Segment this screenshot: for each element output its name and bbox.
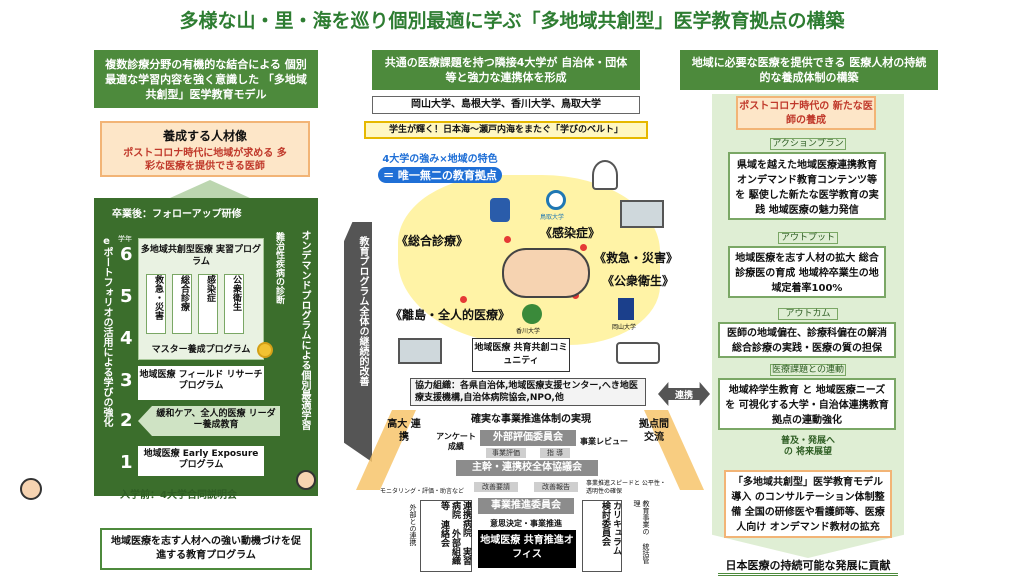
partners-box: 協力組織：各県自治体,地域医療支援センター,へき地医療支援機構,自治体病院協会,… [410, 378, 646, 406]
rotation-public-health: 公衆衛生 [224, 274, 244, 334]
spread-box: 「多地域共創型」医学教育モデル導入 のコンサルテーション体制整備 全国の研修医や… [724, 470, 892, 538]
community-box: 地域医療 共育共創コミュニティ [472, 338, 570, 372]
speed-label: 事業推進スピードと 公平性・透明性の確保 [586, 480, 666, 495]
shimane-logo-icon [490, 198, 510, 222]
enquete-label: アンケート 成績 [436, 432, 476, 451]
left-header: 複数診療分野の有機的な結合による 個別最適な学習内容を強く意識した 「多地域共創… [94, 50, 318, 108]
field-emergency: 《救急・災害》 [594, 251, 679, 265]
location-dot-icon [580, 244, 587, 251]
project-eval-tag: 事業評価 [486, 448, 526, 458]
grade-6: 6 [120, 244, 133, 265]
office-label: 地域医療 共育推進オフィス [480, 535, 574, 560]
rotation-emergency: 救急・災害 [146, 274, 166, 334]
strength-line-2: ＝ 唯一無二の教育拠点 [378, 167, 502, 183]
strength-line-1: 4大学の強み×地域の特色 [382, 154, 498, 165]
up-arrow-icon [170, 180, 250, 198]
grade-5: 5 [120, 286, 133, 307]
continuity-arrow [344, 222, 372, 462]
project-review-label: 事業レビュー [580, 437, 628, 446]
guidance-tag: 指 導 [540, 448, 570, 458]
pre-entry-label: 入学前：4大学合同説明会 [120, 490, 237, 501]
outcome-label: アウトカム [778, 308, 838, 320]
continuity-label: 教育プログラム全体の継続的改善 [357, 236, 368, 386]
grade-4: 4 [120, 328, 133, 349]
after-graduation-label: 卒業後：フォローアップ研修 [112, 209, 242, 220]
rotation-general: 総合診療 [172, 274, 192, 334]
grade-3: 3 [120, 370, 133, 391]
okayama-name: 岡山大学 [612, 324, 637, 331]
monitoring-label: モニタリング・評価・助言など [380, 488, 465, 495]
action-box: 県域を越えた地域医療連携教育 オンデマンド教育コンテンツ等を 駆使した新たな医学… [728, 152, 886, 220]
tottori-logo-icon [546, 190, 566, 210]
tottori-name: 鳥取大学 [540, 214, 565, 221]
output-box: 地域医療を志す人材の拡大 総合診療医の育成 地域枠卒業生の地域定着率100% [728, 246, 886, 298]
office-box: 地域医療 共育推進オフィス [478, 530, 576, 568]
curriculum-committee: カリキュラム 検討委員会 [582, 500, 622, 572]
intractable-diagnosis: 難治性疾病の診断 [274, 232, 284, 304]
field-general: 《総合診療》 [396, 234, 469, 248]
program-1: 地域医療 Early Exposure プログラム [138, 446, 264, 476]
improve-report-tag: 改善報告 [534, 482, 578, 492]
universities-box: 岡山大学、島根大学、香川大学、鳥取大学 [372, 96, 640, 114]
ondemand-label: オンデマンドプログラムによる個別最適学習 [299, 230, 310, 430]
students-group-icon [502, 248, 590, 298]
action-label: アクションプラン [770, 138, 846, 150]
doctor-icon [592, 160, 618, 190]
program-3: 地域医療 フィールド リサーチ プログラム [138, 366, 264, 400]
program-6-title: 多地域共創型医療 実習プログラム [140, 245, 262, 267]
exec-committee: 事業推進委員会 [478, 498, 574, 514]
grade-1: 1 [120, 452, 133, 473]
improve-request-tag: 改善要請 [474, 482, 518, 492]
grade-2: 2 [120, 410, 133, 431]
laptop-user-icon [398, 338, 442, 364]
master-program: マスター養成プログラム [151, 345, 251, 355]
computer-user-icon [620, 200, 664, 228]
right-header: 地域に必要な医療を提供できる 医療人材の持続的な養成体制の構築 [680, 50, 938, 90]
okayama-logo-icon [618, 298, 634, 320]
spread-label: 普及・発展への 将来展望 [780, 436, 835, 457]
output-label: アウトプット [778, 232, 838, 244]
main-title: 多様な山・里・海を巡り個別最適に学ぶ「多地域共創型」医学教育拠点の構築 [179, 10, 845, 32]
eportfolio-label: eポートフォリオの活用による学びの強化 [101, 236, 112, 427]
issues-box: 地域枠学生教育 と 地域医療ニーズを 可視化する大学・自治体連携教育 拠点の連動… [718, 378, 896, 430]
program-2: 緩和ケア、全人的医療 リーダー養成教育 [152, 406, 280, 436]
education-mgmt-label: 教育事業の 統括管理 [633, 500, 650, 564]
strength-box: 4大学の強み×地域の特色 ＝ 唯一無二の教育拠点 [364, 150, 516, 190]
right-bottom: 日本医療の持続可能な発展に貢献 [718, 557, 898, 576]
ambulance-icon [616, 342, 660, 364]
rotation-infection: 感染症 [198, 274, 218, 334]
external-eval-committee: 外部評価委員会 [480, 430, 576, 446]
secure-system-label: 確実な事業推進体制の実現 [471, 414, 591, 425]
kagawa-name: 香川大学 [516, 328, 541, 335]
left-arrow-icon [138, 406, 152, 436]
learning-belt: 学生が輝く！日本海～瀬戸内海をまたぐ「学びのベルト」 [364, 121, 648, 139]
issues-label: 医療課題との連動 [770, 364, 846, 376]
steering-council: 主幹・連携校全体協議会 [456, 460, 598, 476]
left-bottom-box: 地域医療を志す人材への強い動機づけを促進する教育プログラム [100, 528, 312, 570]
medal-icon [257, 342, 273, 358]
field-infection: 《感染症》 [540, 226, 601, 240]
external-link-label: 外部との連携 [409, 504, 417, 546]
location-dot-icon [460, 296, 467, 303]
kagawa-logo-icon [522, 304, 542, 324]
field-public: 《公衆衛生》 [602, 274, 675, 288]
link-label: 連携 [674, 391, 693, 401]
decision-label: 意思決定・事業推進 [490, 519, 562, 528]
student-icon [20, 478, 42, 500]
target-profile-box: 養成する人材像 ポストコロナ時代に地域が求める 多彩な医療を提供できる医師 [100, 121, 310, 177]
student-icon [296, 470, 316, 490]
hub-exchange-label: 拠点間 交流 [639, 419, 669, 443]
location-dot-icon [504, 236, 511, 243]
target-desc: ポストコロナ時代に地域が求める 多彩な医療を提供できる医師 [123, 148, 287, 172]
field-remote: 《離島・全人的医療》 [390, 308, 511, 322]
center-header: 共通の医療課題を持つ隣接4大学が 自治体・団体等と強力な連携体を形成 [372, 50, 640, 90]
target-title: 養成する人材像 [162, 129, 247, 143]
right-top-box: ポストコロナ時代の 新たな医師の養成 [736, 96, 876, 130]
grade-label: 学年 [118, 235, 132, 243]
high-coop-label: 高大 連携 [387, 419, 421, 443]
hospital-committee: 連携病院 実習病院 外部組織等 連絡会 [420, 500, 472, 572]
outcome-box: 医師の地域偏在、診療科偏在の解消 総合診療の実践・医療の質の担保 [718, 322, 896, 358]
